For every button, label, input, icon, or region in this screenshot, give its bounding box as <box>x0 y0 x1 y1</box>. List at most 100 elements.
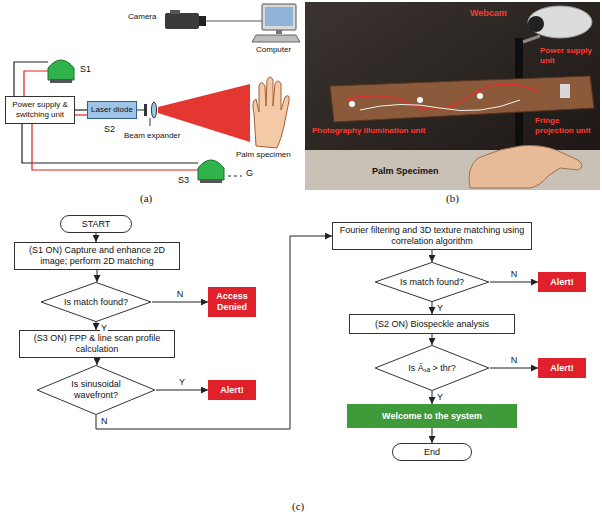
branch-label: Y <box>178 378 186 388</box>
laser-diode-box: Laser diode <box>87 101 137 119</box>
node-text: (S1 ON) Capture and enhance 2D image; pe… <box>18 245 176 267</box>
webcam-lens <box>528 16 544 32</box>
camera-top <box>170 10 180 14</box>
led <box>349 101 355 107</box>
photo-callout: Palm Specimen <box>372 166 439 177</box>
branch-label: Y <box>436 304 444 314</box>
node-text: End <box>424 447 440 458</box>
group-name: G <box>246 168 253 179</box>
camera-body <box>165 13 199 29</box>
setup-photo <box>305 2 600 190</box>
monitor-stand <box>276 30 282 34</box>
node-text: Is Āₛₐ > thr? <box>396 363 468 374</box>
node-text: (S3 ON) FPP & line scan profile calculat… <box>23 333 171 355</box>
decision-diamond: Is Āₛₐ > thr? <box>374 345 490 391</box>
flow-arrow <box>156 390 208 391</box>
lamp-base <box>200 179 222 183</box>
s1-lamp <box>48 60 74 83</box>
lens <box>144 104 147 116</box>
flow-arrow <box>97 358 98 365</box>
circuit-board <box>330 76 594 122</box>
flow-arrow <box>96 233 97 242</box>
camera-lens <box>199 16 206 26</box>
led <box>477 93 483 99</box>
power-supply-box: Power supply & switching unit <box>5 96 75 124</box>
keyboard <box>252 35 300 42</box>
denied-box: Access Denied <box>208 287 256 317</box>
palm-drawing <box>253 77 289 148</box>
process-box: (S2 ON) Biospeckle analysis <box>349 314 515 334</box>
node-text: Is sinusoidal wavefront? <box>59 379 133 401</box>
lens-post <box>150 118 151 126</box>
node-text: Alert! <box>550 277 574 288</box>
power-wire <box>75 109 87 110</box>
node-text: Laser diode <box>91 105 133 115</box>
more-lamps-dashes <box>228 175 242 176</box>
camera-cable <box>206 21 262 22</box>
process-box: (S1 ON) Capture and enhance 2D image; pe… <box>14 242 180 270</box>
node-text: Fourier filtering and 3D texture matchin… <box>336 225 528 247</box>
branch-label: Y <box>100 324 108 334</box>
decision-diamond: Is match found? <box>40 282 152 322</box>
photo-background <box>305 2 600 190</box>
welcome-box: Welcome to the system <box>347 404 517 428</box>
end-terminal: End <box>392 443 472 461</box>
wire <box>24 71 48 96</box>
start-terminal: START <box>60 215 132 233</box>
branch-label: N <box>510 270 519 280</box>
node-text: Alert! <box>220 385 244 396</box>
flow-arrow <box>152 302 208 303</box>
camera-icon <box>165 10 206 29</box>
flow-arrow <box>432 428 433 443</box>
switch-name: S2 <box>104 124 115 135</box>
part-name: Palm specimen <box>236 150 291 160</box>
lamp-base <box>50 79 72 83</box>
branch-label: N <box>176 290 185 300</box>
node-text: Is match found? <box>396 277 468 288</box>
node-text: Access Denied <box>212 291 252 313</box>
alert-box: Alert! <box>208 380 256 400</box>
flow-arrow <box>96 322 97 330</box>
panel-label: (c) <box>292 500 304 513</box>
webcam-clip <box>523 36 540 42</box>
lamp-dome <box>198 160 224 180</box>
s3-lamp <box>198 160 224 183</box>
lens <box>152 102 157 118</box>
panel-label: (a) <box>140 192 152 205</box>
photo-callout: Webcam <box>470 8 507 19</box>
webcam <box>528 6 592 38</box>
node-text: Welcome to the system <box>382 411 482 422</box>
part-name: Beam expander <box>124 131 180 141</box>
computer-icon <box>252 4 300 42</box>
board-wire <box>360 100 520 111</box>
lamp-dome <box>48 60 74 80</box>
wire <box>32 124 198 170</box>
flow-arrow <box>97 270 98 282</box>
node-text: START <box>82 219 111 230</box>
node-text: Alert! <box>550 363 574 374</box>
palm-photo <box>469 146 582 189</box>
alert-box: Alert! <box>538 358 586 378</box>
flow-arrow <box>432 302 433 314</box>
switch-name: S3 <box>178 175 189 186</box>
alert-box: Alert! <box>538 272 586 292</box>
beam-path <box>137 110 145 111</box>
decision-diamond: Is match found? <box>374 262 490 302</box>
led <box>417 97 423 103</box>
beam-expander <box>144 102 157 126</box>
process-box: (S3 ON) FPP & line scan profile calculat… <box>19 330 175 358</box>
process-box: Fourier filtering and 3D texture matchin… <box>332 222 532 250</box>
flow-arrow <box>490 282 538 283</box>
flow-arrow <box>432 334 433 345</box>
node-text: Is match found? <box>62 297 131 308</box>
flow-arrow <box>432 250 433 262</box>
branch-label: N <box>100 417 109 427</box>
part-name: Camera <box>128 12 156 22</box>
decision-diamond: Is sinusoidal wavefront? <box>36 365 156 415</box>
flow-arrow <box>490 368 538 369</box>
flow-arrow <box>432 391 433 404</box>
switch-name: S1 <box>80 64 91 75</box>
part-name: Computer <box>256 45 291 55</box>
node-text: Power supply & switching unit <box>9 100 71 119</box>
photo-callout: Power supply unit <box>540 46 596 65</box>
